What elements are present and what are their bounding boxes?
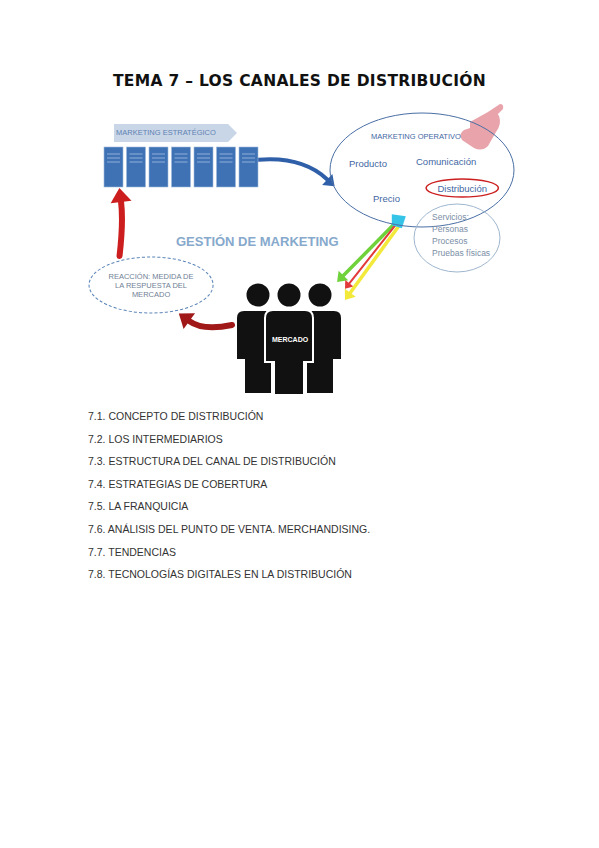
- box-texture: [130, 158, 143, 159]
- ellipse-border: [414, 204, 500, 272]
- contents-item: 7.6. ANÁLISIS DEL PUNTO DE VENTA. MERCHA…: [88, 523, 370, 535]
- node-text: MARKETING ESTRATÉGICO: [116, 128, 216, 137]
- connector-arrow: [179, 313, 232, 329]
- ellipse-border: [426, 179, 498, 197]
- connector-arrow: [345, 222, 398, 289]
- box-texture: [130, 162, 143, 163]
- contents-item: 7.7. TENDENCIAS: [88, 546, 176, 558]
- distribucion-ellipse: Distribución: [425, 178, 499, 198]
- node-text: REACCIÓN: MEDIDA DE LA RESPUESTA DEL MER…: [108, 272, 194, 299]
- connector-arrow: [345, 222, 402, 300]
- page-title: TEMA 7 – LOS CANALES DE DISTRIBUCIÓN: [0, 72, 599, 90]
- box-texture: [130, 154, 143, 155]
- strategy-step-box: [104, 147, 123, 187]
- operativo-ellipse: MARKETING OPERATIVO Producto ComunicaciónP…: [329, 112, 515, 228]
- arrowhead: [111, 188, 132, 203]
- connector-line: [349, 222, 397, 283]
- box-texture: [197, 162, 210, 163]
- box-texture: [175, 162, 188, 163]
- box-texture: [107, 158, 120, 159]
- strategy-step-box: [172, 147, 191, 187]
- ellipse-border: [89, 257, 213, 313]
- banner-arrow: [114, 124, 237, 142]
- connector-line: [258, 159, 327, 179]
- strategy-step-box: [217, 147, 236, 187]
- node-text: Pruebas físicas: [432, 248, 490, 258]
- contents-item: 7.4. ESTRATEGIAS DE COBERTURA: [88, 478, 267, 490]
- diagram-label: GESTIÓN DE MARKETING: [176, 234, 339, 249]
- connector-line: [189, 321, 232, 327]
- node-text: Servicios:: [432, 212, 469, 222]
- node-text: Precio: [373, 193, 400, 204]
- servicios-ellipse: Servicios: PersonasProcesosPruebas física…: [413, 203, 501, 273]
- box-texture: [242, 162, 255, 163]
- box-texture: [152, 162, 165, 163]
- box-texture: [220, 158, 233, 159]
- box-texture: [152, 158, 165, 159]
- box-texture: [220, 154, 233, 155]
- arrowhead: [345, 289, 356, 300]
- contents-item: 7.3. ESTRUCTURA DEL CANAL DE DISTRIBUCIÓ…: [88, 455, 336, 467]
- node-text: Distribución: [437, 183, 487, 194]
- strategy-step-box: [239, 147, 258, 187]
- strategy-step-box: [149, 147, 168, 187]
- node-text: Procesos: [432, 236, 467, 246]
- node-text: Personas: [432, 224, 468, 234]
- node-text: MERCADO: [272, 336, 308, 343]
- contents-item: 7.5. LA FRANQUICIA: [88, 500, 188, 512]
- box-texture: [152, 154, 165, 155]
- box-texture: [242, 154, 255, 155]
- node-text: MARKETING OPERATIVO: [371, 132, 461, 141]
- connector-line: [120, 202, 122, 256]
- box-texture: [197, 154, 210, 155]
- box-texture: [107, 154, 120, 155]
- estrategico-banner: MARKETING ESTRATÉGICO: [104, 124, 258, 188]
- arrowhead: [179, 313, 195, 329]
- reaccion-ellipse: REACCIÓN: MEDIDA DE LA RESPUESTA DEL MER…: [88, 256, 214, 314]
- node-text: Producto: [349, 158, 387, 169]
- mercado-people: MERCADO: [232, 282, 345, 395]
- contents-item: 7.2. LOS INTERMEDIARIOS: [88, 433, 223, 445]
- box-texture: [175, 158, 188, 159]
- connector-line: [350, 222, 401, 293]
- people-icon: [236, 283, 342, 396]
- box-texture: [107, 162, 120, 163]
- node-text: Comunicación: [416, 156, 476, 167]
- connector-arrow: [258, 159, 335, 186]
- box-texture: [197, 158, 210, 159]
- strategy-step-box: [127, 147, 146, 187]
- ellipse-border: [330, 113, 514, 227]
- contents-item: 7.1. CONCEPTO DE DISTRIBUCIÓN: [88, 410, 263, 422]
- box-texture: [175, 154, 188, 155]
- contents-item: 7.8. TECNOLOGÍAS DIGITALES EN LA DISTRIB…: [88, 568, 352, 580]
- connector-arrow: [111, 188, 132, 256]
- box-texture: [242, 158, 255, 159]
- operativo-ellipse-outline: [329, 112, 515, 228]
- arrowhead: [337, 271, 348, 282]
- strategy-step-box: [194, 147, 213, 187]
- box-texture: [220, 162, 233, 163]
